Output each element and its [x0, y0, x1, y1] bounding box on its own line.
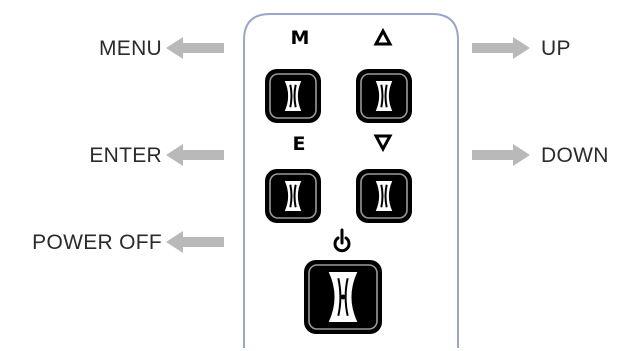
arrow-right-icon	[472, 37, 530, 59]
power-button[interactable]	[304, 260, 382, 334]
up-label: UP	[541, 38, 571, 59]
down-label: DOWN	[541, 145, 609, 166]
up-button[interactable]	[356, 69, 412, 123]
triangle-up-icon	[376, 31, 390, 44]
power-off-label: POWER OFF	[32, 232, 162, 253]
menu-label: MENU	[99, 38, 162, 59]
menu-button-marker: M	[291, 27, 310, 49]
arrow-left-icon	[166, 144, 224, 166]
arrow-left-icon	[166, 37, 224, 59]
menu-button[interactable]	[265, 69, 321, 123]
power-icon	[335, 230, 349, 251]
enter-label: ENTER	[89, 145, 162, 166]
arrow-right-icon	[472, 144, 530, 166]
arrow-left-icon	[166, 231, 224, 253]
triangle-down-icon	[376, 136, 390, 149]
enter-button-marker: E	[293, 133, 306, 155]
down-button[interactable]	[356, 169, 412, 223]
enter-button[interactable]	[265, 169, 321, 223]
